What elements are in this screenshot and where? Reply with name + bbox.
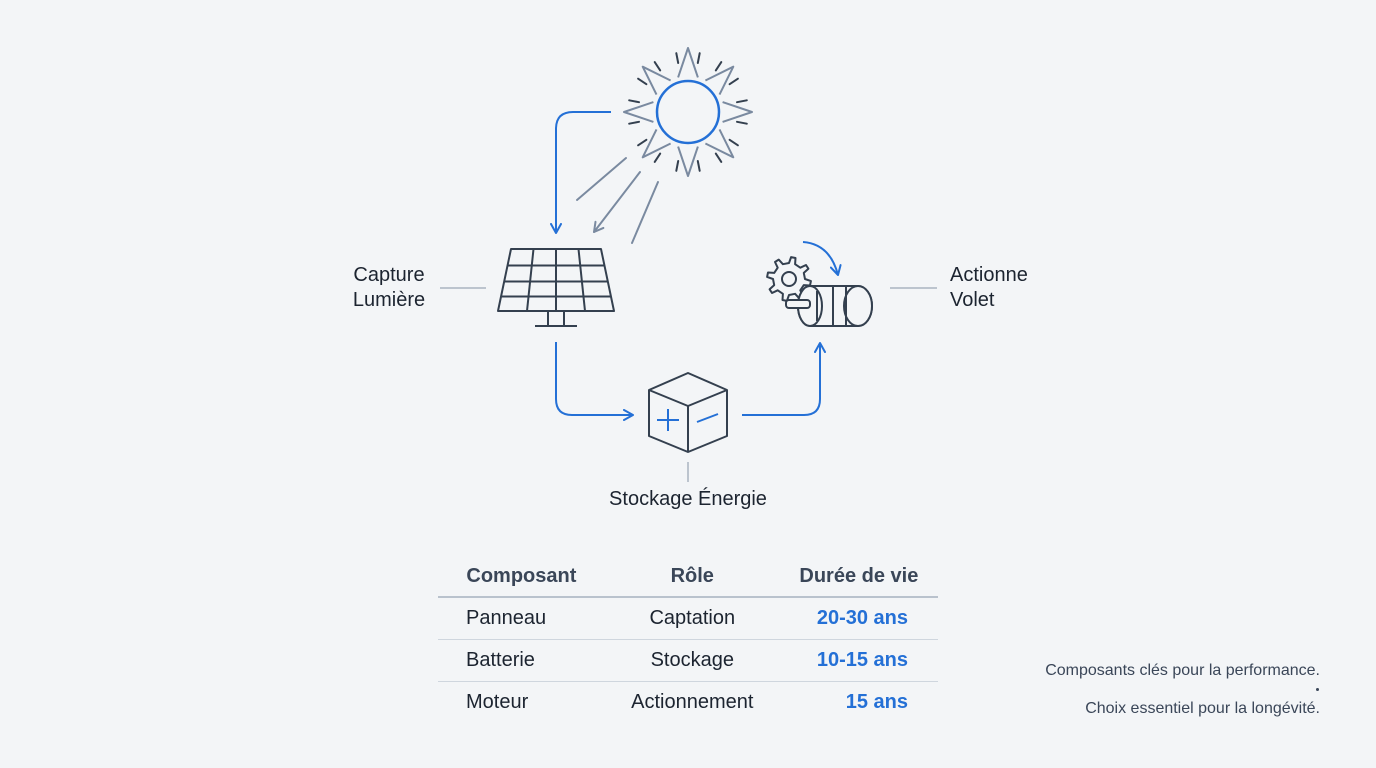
sun-ray-point [722, 101, 753, 123]
sun-ray-tick [675, 160, 680, 172]
sun-icon [623, 47, 753, 177]
sun-ray-tick [653, 61, 662, 72]
sun-ray-tick [628, 120, 640, 125]
cell-lifespan: 20-30 ans [779, 597, 938, 640]
sun-ray-tick [736, 99, 748, 104]
sun-ray-point [623, 101, 654, 123]
storage-label: Stockage Énergie [609, 488, 767, 510]
actuate-label-line1: Actionne [950, 264, 1028, 286]
cell-component: Panneau [438, 597, 605, 640]
note-performance: Composants clés pour la performance. [1045, 662, 1320, 679]
sun-ray-point [704, 128, 735, 159]
capture-label-line2: Lumière [352, 289, 426, 311]
sun-ray-point [677, 47, 699, 78]
actuate-label: Actionne Volet [950, 263, 1060, 313]
sun-ray-tick [653, 152, 662, 163]
sun-ray-point [704, 65, 735, 96]
cell-component: Batterie [438, 639, 605, 682]
sun-ray-tick [728, 138, 739, 147]
header-role: Rôle [604, 556, 780, 598]
cell-component: Moteur [466, 691, 529, 713]
sun-ray-tick [736, 120, 748, 125]
capture-label: Capture Lumière [340, 263, 438, 313]
cell-lifespan: 10-15 ans [779, 639, 938, 682]
table-header-row: Composant Rôle Durée de vie [438, 556, 938, 598]
sun-ray-tick [637, 138, 648, 147]
components-table: Composant Rôle Durée de vie Panneau Capt… [438, 556, 938, 723]
sun-to-panel-arrow [550, 111, 611, 234]
sun-ray-tick [675, 52, 680, 64]
sun-ray-tick [714, 61, 723, 72]
cell-lifespan: 15 ans [845, 691, 908, 713]
rotation-arrow [802, 241, 842, 276]
sun-ray-tick [714, 152, 723, 163]
table-row: Moteur Actionnement 15 ans [438, 682, 938, 724]
sunlight-rays [576, 157, 659, 244]
note-dot [1316, 688, 1319, 691]
note-longevity: Choix essentiel pour la longévité. [1085, 700, 1320, 717]
sun-ray-point [677, 146, 699, 177]
actuate-label-line2: Volet [950, 289, 995, 311]
cell-role: Actionnement [631, 691, 754, 713]
sun-ray-tick [637, 77, 648, 86]
solar-panel-icon [497, 248, 615, 327]
sun-ray-tick [696, 52, 701, 64]
sun-ray-tick [728, 77, 739, 86]
battery-to-motor-arrow [742, 342, 826, 416]
sun-ray-point [641, 65, 672, 96]
battery-cube-icon [648, 372, 728, 453]
sun-ray-tick [696, 160, 701, 172]
capture-label-line1: Capture [353, 264, 425, 286]
cell-role: Stockage [604, 639, 780, 682]
header-composant: Composant [438, 556, 605, 598]
cell-role: Captation [604, 597, 780, 640]
table-row: Batterie Stockage 10-15 ans [438, 639, 938, 682]
header-duree: Durée de vie [779, 556, 938, 598]
motor-icon [785, 285, 873, 327]
table-row: Panneau Captation 20-30 ans [438, 597, 938, 640]
sun-ray-point [641, 128, 672, 159]
panel-to-battery-arrow [555, 342, 634, 421]
sun-ray-tick [628, 99, 640, 104]
